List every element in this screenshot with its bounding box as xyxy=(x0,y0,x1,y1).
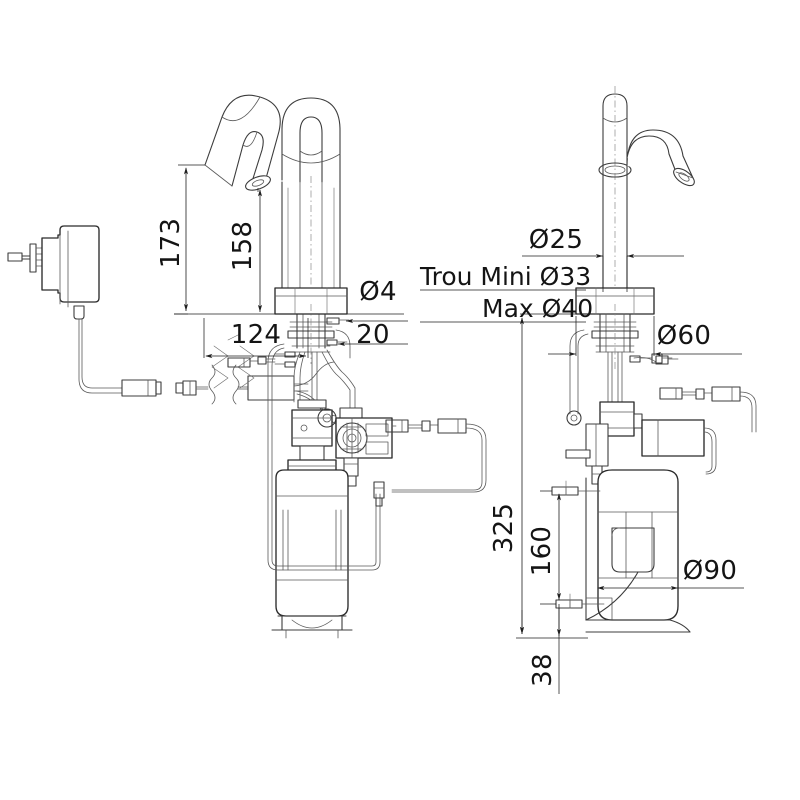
dimension-124-label: 124 xyxy=(231,320,282,350)
side-mounting-shank xyxy=(566,304,673,426)
power-supply-assembly xyxy=(7,225,376,431)
faucet-spout-rear xyxy=(281,97,341,183)
dimension-d90-label: Ø90 xyxy=(683,556,737,586)
side-soap-reservoir xyxy=(551,469,691,633)
pump-motor xyxy=(335,407,393,487)
adapter-body xyxy=(41,225,100,308)
break-symbol-right xyxy=(232,364,240,405)
note-hole-min-label: Trou Mini Ø33 xyxy=(419,262,591,291)
plug-prongs-icon xyxy=(7,243,43,273)
dimension-173-label: 173 xyxy=(156,218,186,269)
dimension-20: 20 xyxy=(338,320,408,350)
small-connector-a xyxy=(227,357,259,368)
faucet-spout-front xyxy=(204,94,281,191)
sensor-cable-right xyxy=(385,418,487,493)
dimension-d25-label: Ø25 xyxy=(529,225,583,255)
side-spout xyxy=(626,129,695,187)
dimension-d90: Ø90 xyxy=(597,556,744,591)
valve-manifold xyxy=(287,399,337,475)
dimension-325: 325 xyxy=(489,313,588,639)
faucet-base-flange xyxy=(274,287,348,315)
dimension-d4: Ø4 xyxy=(346,277,408,324)
faucet-column xyxy=(281,176,341,304)
side-view-faucet xyxy=(551,86,757,633)
dimension-124: 124 xyxy=(203,318,309,359)
dimension-38-label: 38 xyxy=(528,653,558,687)
soap-reservoir xyxy=(267,421,385,639)
inline-junction xyxy=(237,375,309,401)
note-hole-size: Trou Mini Ø33 Max Ø40 xyxy=(419,262,593,323)
dimension-158: 158 xyxy=(228,188,263,312)
side-sensor-cable xyxy=(633,355,757,433)
dimension-d60-label: Ø60 xyxy=(657,321,711,351)
dimension-158-label: 158 xyxy=(228,221,258,272)
mounting-shank xyxy=(274,304,350,368)
dimension-160-label: 160 xyxy=(527,526,557,577)
power-cable xyxy=(73,305,162,397)
break-symbol-left xyxy=(208,364,216,405)
dimension-d25: Ø25 xyxy=(522,225,684,292)
dimension-160: 160 xyxy=(527,490,562,605)
side-body-tube xyxy=(598,86,632,296)
dimension-d60: Ø60 xyxy=(548,316,742,357)
front-view-faucet xyxy=(204,94,487,639)
cable-connector-pair xyxy=(175,380,209,396)
dimension-d4-label: Ø4 xyxy=(359,277,397,307)
dimension-38: 38 xyxy=(519,604,562,694)
side-valve-motor xyxy=(565,401,717,485)
dimension-173: 173 xyxy=(156,164,205,315)
dimension-20-label: 20 xyxy=(356,320,390,350)
note-hole-max-label: Max Ø40 xyxy=(482,294,593,323)
dimension-325-label: 325 xyxy=(489,503,519,554)
side-base-flange xyxy=(575,287,655,315)
